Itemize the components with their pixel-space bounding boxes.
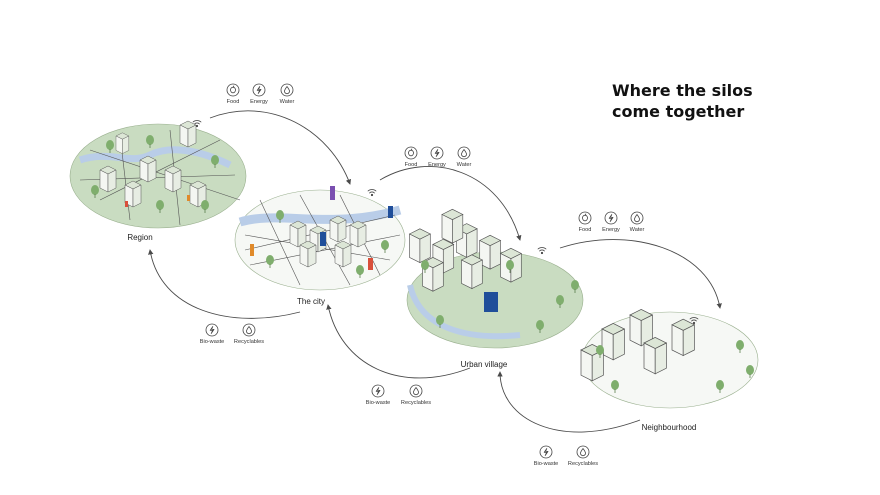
title-line-1: Where the silos [612,81,753,100]
water-drop-icon [576,445,590,459]
label-biowaste-2: Bio-waste [365,400,391,406]
lightning-icon [430,146,444,160]
arc-village-to-neighbourhood [559,239,722,309]
label-water-3: Water [629,227,645,233]
lightning-icon [252,83,266,97]
arc-region-to-city [209,110,351,185]
label-recyclables-2: Recyclables [400,400,432,406]
label-city: The city [296,297,326,306]
lightning-icon [205,323,219,337]
arc-city-to-region [148,249,301,319]
label-food-1: Food [226,99,240,105]
label-recyclables-3: Recyclables [567,461,599,467]
water-drop-icon [409,384,423,398]
title-line-2: come together [612,102,745,121]
region-island [69,120,247,229]
arc-neighbourhood-to-village [497,371,641,433]
apple-icon [226,83,240,97]
label-energy-2: Energy [428,162,446,168]
lightning-icon [371,384,385,398]
label-biowaste-3: Bio-waste [533,461,559,467]
water-drop-icon [242,323,256,337]
inputs-city-village [404,146,471,160]
neighbourhood-island [580,309,759,409]
apple-icon [404,146,418,160]
city-island [234,186,406,291]
label-water-2: Water [456,162,472,168]
label-food-2: Food [404,162,418,168]
label-biowaste-1: Bio-waste [199,339,225,345]
label-recyclables-1: Recyclables [233,339,265,345]
arc-city-to-village [379,166,522,241]
inputs-region-city [226,83,294,97]
urban-village-island [406,208,584,349]
label-energy-1: Energy [250,99,268,105]
label-energy-3: Energy [602,227,620,233]
arc-village-to-city [326,304,471,379]
label-neighbourhood: Neighbourhood [641,423,697,432]
label-water-1: Water [279,99,295,105]
outputs-city-region [205,323,256,337]
label-region: Region [127,233,153,242]
water-drop-icon [457,146,471,160]
diagram-title: Where the silos come together [612,80,753,122]
inputs-village-neighbourhood [578,211,644,225]
outputs-neighbourhood-village [539,445,590,459]
water-drop-icon [630,211,644,225]
lightning-icon [539,445,553,459]
lightning-icon [604,211,618,225]
apple-icon [578,211,592,225]
outputs-village-city [371,384,423,398]
label-urban-village: Urban village [460,360,508,369]
label-food-3: Food [578,227,592,233]
water-drop-icon [280,83,294,97]
